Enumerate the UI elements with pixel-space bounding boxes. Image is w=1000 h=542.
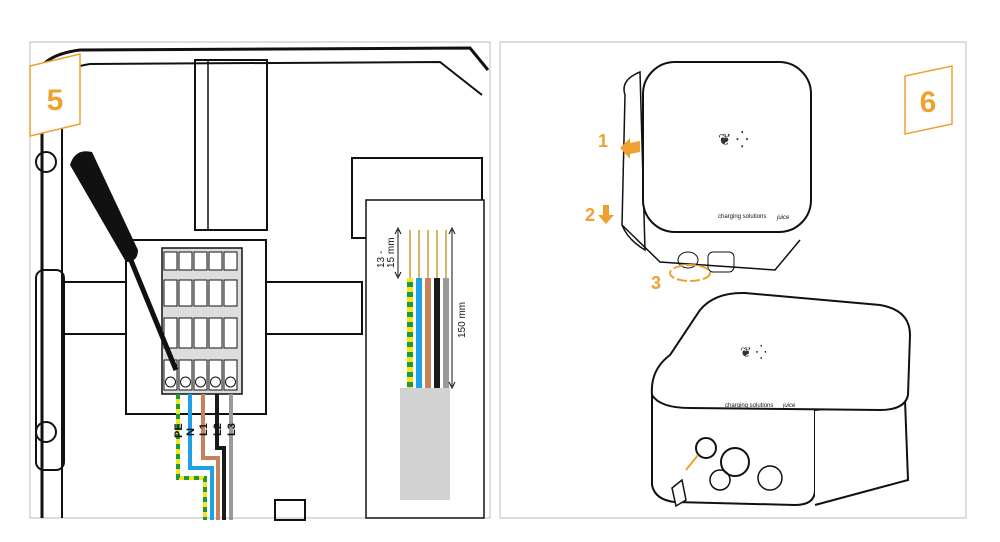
earth-stripe: [407, 352, 413, 357]
insulated-wire: [443, 278, 449, 388]
terminal-slot: [208, 251, 223, 271]
terminal-block: [161, 247, 243, 395]
charger-base: ❦ ⁛ charging solutions juice: [650, 291, 912, 508]
insulated-wire: [434, 278, 440, 388]
step-6-badge: 6: [904, 65, 953, 135]
terminal-slot: [193, 279, 208, 307]
sheath-length-label: 150 mm: [457, 302, 468, 338]
strip-length-label: 13 -: [376, 251, 387, 268]
earth-stripe: [407, 362, 413, 367]
screw-icon: [35, 421, 57, 443]
earth-stripe: [407, 292, 413, 297]
rotate-arrow-icon: [669, 264, 711, 282]
earth-stripe: [407, 382, 413, 387]
terminal-hole: [180, 376, 191, 388]
terminal-label-l3: L3: [226, 423, 238, 436]
earth-stripe: [407, 332, 413, 337]
copper-strand: [436, 230, 438, 278]
copper-strand: [445, 230, 447, 278]
terminal-slot: [208, 317, 223, 349]
terminal-slot: [163, 279, 178, 307]
strip-length-label-unit: 15 mm: [386, 237, 397, 268]
wires: [176, 394, 233, 520]
terminal-hole: [195, 376, 206, 388]
terminal-slot: [208, 359, 223, 391]
terminal-label-n: N: [185, 428, 197, 436]
terminal-slot: [193, 317, 208, 349]
terminal-slot: [208, 279, 223, 307]
insulated-wire: [425, 278, 431, 388]
arrow-down-icon: [598, 205, 614, 224]
splash-logo-icon: ❦ ⁛: [740, 344, 767, 360]
arrow-label-1: 1: [598, 131, 608, 151]
step-6-panel: ❦ ⁛ charging solutions juice 1 2 3 ❦ ⁛ c…: [499, 41, 967, 519]
splash-logo-icon: ❦ ⁛: [718, 131, 749, 149]
step-5-badge: 5: [29, 53, 81, 137]
copper-strand: [409, 230, 411, 278]
cable-strip-callout: 13 - 15 mm 150 mm: [365, 199, 485, 519]
step-number: 5: [47, 84, 64, 117]
screw-icon: [35, 151, 57, 173]
insulated-wire: [416, 278, 422, 388]
terminal-slot: [223, 317, 238, 349]
terminal-slot: [178, 279, 193, 307]
earth-stripe: [407, 312, 413, 317]
arrow-label-2: 2: [585, 205, 595, 225]
step-arrows: 1 2 3: [585, 131, 711, 293]
terminal-slot: [163, 251, 178, 271]
arrow-label-3: 3: [651, 273, 661, 293]
earth-stripe: [407, 342, 413, 347]
earth-stripe: [407, 372, 413, 377]
brand-text: charging solutions: [718, 214, 766, 220]
arrow-left-icon: [620, 138, 640, 159]
terminal-slot: [178, 359, 193, 391]
screwdriver-icon: [70, 151, 179, 371]
terminal-label-l2: L2: [212, 423, 224, 436]
step-5-panel: PE N L1 L2 L3 13 - 15 mm 150 mm: [29, 41, 491, 521]
terminal-hole: [210, 376, 221, 388]
arrow-icon: [685, 454, 699, 471]
terminal-slot: [193, 359, 208, 391]
terminal-hole: [165, 376, 176, 388]
terminal-slot: [223, 279, 238, 307]
earth-stripe: [407, 322, 413, 327]
earth-stripe: [407, 282, 413, 287]
terminal-label-l1: L1: [198, 423, 210, 436]
brand-logo-base: juice: [782, 403, 796, 409]
earth-stripe: [407, 302, 413, 307]
brand-logo: juice: [776, 215, 790, 221]
step-number: 6: [920, 86, 937, 119]
copper-strand: [418, 230, 420, 278]
terminal-slot: [223, 251, 238, 271]
terminal-slot: [193, 251, 208, 271]
terminal-slot: [163, 317, 178, 349]
charger-front-cover: ❦ ⁛ charging solutions juice: [621, 61, 812, 273]
terminal-label-pe: PE: [173, 423, 185, 438]
terminal-hole: [225, 376, 236, 388]
terminal-slot: [223, 359, 238, 391]
brand-text-base: charging solutions: [725, 403, 773, 409]
copper-strand: [427, 230, 429, 278]
terminal-slot: [178, 317, 193, 349]
terminal-slot: [178, 251, 193, 271]
